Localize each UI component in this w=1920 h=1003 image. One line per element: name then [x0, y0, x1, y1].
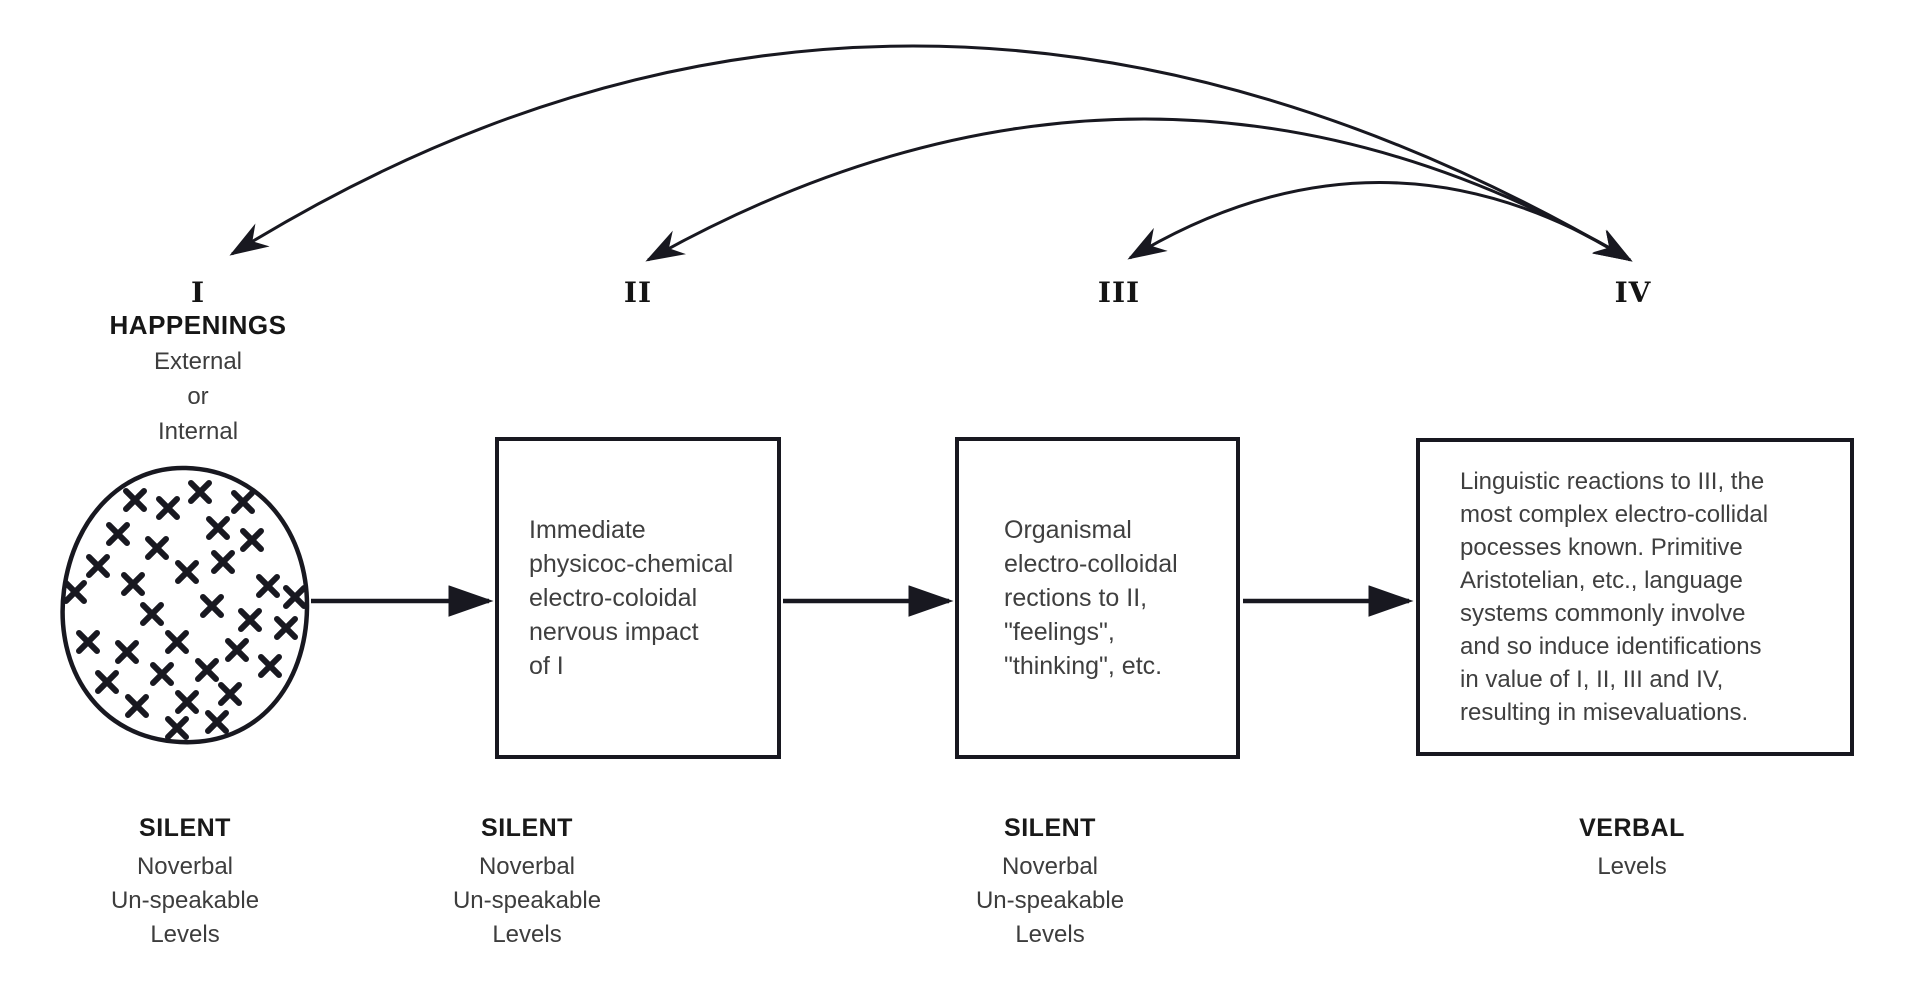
- feedback-arrow-iv-to-iii: [1127, 181, 1633, 262]
- footer-title-iii: SILENT: [1004, 814, 1096, 842]
- level-numeral-i: I: [190, 276, 206, 309]
- footer-lines-i: Noverbal Un-speakable Levels: [110, 853, 260, 948]
- feedback-arrow-iv-to-ii: [645, 117, 1633, 262]
- footer-title-ii: SILENT: [481, 814, 573, 842]
- level-iv-text: Linguistic reactions to III, the most co…: [1460, 468, 1769, 726]
- level-numeral-iv: IV: [1614, 276, 1652, 309]
- level-numeral-iii: III: [1097, 276, 1141, 309]
- level-iii-text: Organismal electro-colloidal rections to…: [1004, 516, 1178, 680]
- feedback-arrow-iv-to-i: [229, 44, 1633, 262]
- level-iv-box: Linguistic reactions to III, the most co…: [1416, 438, 1854, 756]
- level-numeral-ii: II: [623, 276, 653, 309]
- footer-title-iv: VERBAL: [1579, 814, 1685, 842]
- happenings-subheading: External or Internal: [153, 348, 243, 445]
- happenings-heading: HAPPENINGS: [109, 310, 287, 340]
- level-ii-text: Immediate physicoc-chemical electro-colo…: [529, 516, 734, 680]
- level-ii-box: Immediate physicoc-chemical electro-colo…: [495, 437, 781, 759]
- footer-lines-iv: Levels: [1597, 853, 1667, 880]
- footer-lines-ii: Noverbal Un-speakable Levels: [452, 853, 602, 948]
- footer-title-i: SILENT: [139, 814, 231, 842]
- level-iii-box: Organismal electro-colloidal rections to…: [955, 437, 1240, 759]
- footer-lines-iii: Noverbal Un-speakable Levels: [975, 853, 1125, 948]
